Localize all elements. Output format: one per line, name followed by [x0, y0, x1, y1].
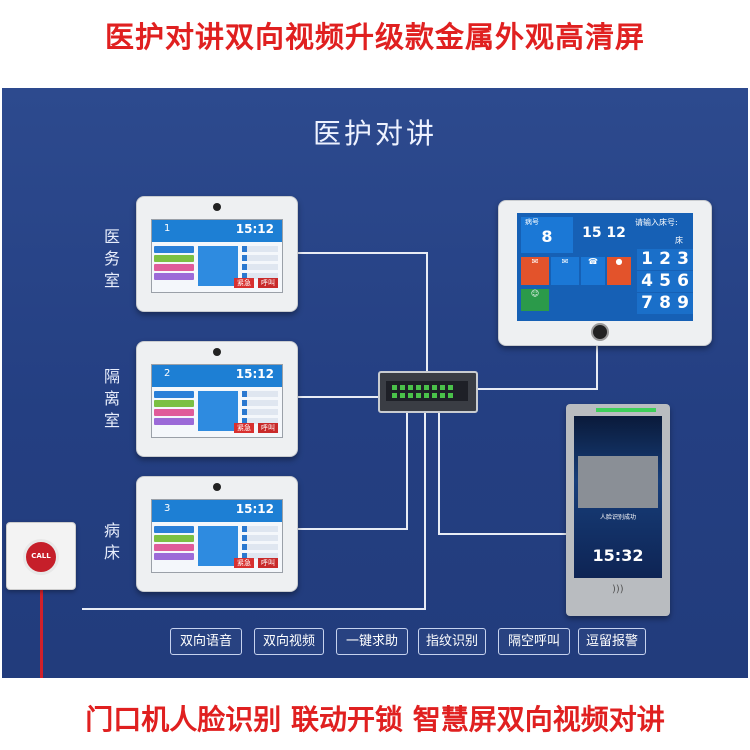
bedside-call-box: CALL	[6, 522, 76, 590]
patient-card	[198, 391, 238, 431]
wire	[296, 252, 428, 254]
bed-label: 病号	[525, 218, 539, 226]
room-number: 3	[164, 503, 171, 514]
clock-tile: 15 12	[577, 217, 631, 253]
room-number: 1	[164, 223, 171, 234]
nurse-tablet-clinic: 1 15:12 紧急 呼叫	[136, 196, 298, 312]
screen-header: 2 15:12	[152, 365, 282, 387]
bed-number-tile: 病号 8	[521, 217, 573, 253]
status-light	[596, 408, 656, 412]
nurse-tablet-isolation: 2 15:12 紧急 呼叫	[136, 341, 298, 457]
row-label-bed: 病床	[103, 521, 120, 562]
key-7[interactable]: 7	[637, 293, 657, 314]
key-6[interactable]: 6	[673, 271, 693, 292]
key-1[interactable]: 1	[637, 249, 657, 270]
bed-number: 8	[541, 227, 553, 246]
phone-icon[interactable]: ☎	[581, 257, 605, 285]
emergency-button[interactable]: 紧急	[234, 278, 254, 288]
patient-list	[154, 526, 194, 562]
nfc-icon: )))	[612, 584, 624, 595]
call-button[interactable]: 呼叫	[258, 278, 278, 288]
call-button[interactable]: 呼叫	[258, 423, 278, 433]
wire	[438, 409, 440, 535]
camera-icon	[213, 483, 221, 491]
key-8[interactable]: 8	[655, 293, 675, 314]
nurse-tablet-bed: 3 15:12 紧急 呼叫	[136, 476, 298, 592]
feature-touchless-call: 隔空呼叫	[498, 628, 570, 655]
camera-icon	[591, 323, 609, 341]
patient-list	[154, 391, 194, 427]
feature-two-way-video: 双向视频	[254, 628, 324, 655]
emergency-button[interactable]: 紧急	[234, 558, 254, 568]
contact-list	[242, 526, 278, 562]
wire	[438, 533, 568, 535]
wire	[474, 388, 598, 390]
face-unit-time: 15:32	[592, 546, 644, 565]
user-avatar-icon[interactable]: ☺	[521, 289, 549, 311]
key-2[interactable]: 2	[655, 249, 675, 270]
screen-header: 3 15:12	[152, 500, 282, 522]
key-5[interactable]: 5	[655, 271, 675, 292]
tablet-screen: 2 15:12 紧急 呼叫	[151, 364, 283, 438]
clock-time: 15:12	[235, 367, 274, 381]
call-button-red[interactable]: CALL	[23, 539, 59, 575]
bottom-caption: 门口机人脸识别 联动开锁 智慧屏双向视频对讲	[85, 703, 665, 736]
contact-list	[242, 246, 278, 282]
key-3[interactable]: 3	[673, 249, 693, 270]
board-title: 医护对讲	[312, 117, 437, 150]
clock-time: 15:12	[235, 502, 274, 516]
clock-time: 15:12	[235, 222, 274, 236]
emergency-button[interactable]: 紧急	[234, 423, 254, 433]
feature-fingerprint: 指纹识别	[418, 628, 486, 655]
bed-unit-label: 床	[675, 236, 683, 245]
screen-header: 1 15:12	[152, 220, 282, 242]
tablet-screen: 3 15:12 紧急 呼叫	[151, 499, 283, 573]
tablet-screen: 1 15:12 紧急 呼叫	[151, 219, 283, 293]
wire	[296, 396, 380, 398]
wire	[296, 528, 408, 530]
recognition-banner: 人脸识别成功	[599, 514, 636, 521]
room-number: 2	[164, 368, 171, 379]
wire	[82, 608, 426, 610]
bed-input-prompt: 请输入床号:	[635, 218, 678, 227]
nurse-station-terminal: 病号 8 15 12 ✉ ✉ ☎ ● ☺ 请输入床号: 床 1 2 3 4 5 …	[498, 200, 712, 346]
face-recognition-unit: 人脸识别成功 15:32 )))	[566, 404, 670, 616]
wire	[424, 409, 426, 609]
terminal-screen: 病号 8 15 12 ✉ ✉ ☎ ● ☺ 请输入床号: 床 1 2 3 4 5 …	[517, 213, 693, 321]
feature-two-way-voice: 双向语音	[170, 628, 242, 655]
face-screen: 人脸识别成功 15:32	[574, 416, 662, 578]
row-label-isolation: 隔离室	[103, 367, 120, 430]
patient-card	[198, 246, 238, 286]
feature-one-key-help: 一键求助	[336, 628, 408, 655]
call-button-label: CALL	[31, 552, 51, 560]
network-switch	[378, 371, 478, 413]
call-button[interactable]: 呼叫	[258, 558, 278, 568]
camera-icon	[213, 348, 221, 356]
wire	[426, 252, 428, 374]
camera-icon	[213, 203, 221, 211]
envelope-icon[interactable]: ✉	[551, 257, 579, 285]
mail-icon[interactable]: ✉	[521, 257, 549, 285]
patient-card	[198, 526, 238, 566]
contact-list	[242, 391, 278, 427]
switch-ports	[386, 381, 468, 401]
display-board: 医护对讲 医务室 隔离室 病床	[2, 88, 748, 678]
row-label-clinic: 医务室	[103, 227, 120, 290]
call-cable	[40, 588, 43, 678]
feature-loiter-alarm: 逗留报警	[578, 628, 646, 655]
microphone-icon[interactable]: ●	[607, 257, 631, 285]
camera-feed	[578, 456, 658, 508]
wire	[596, 336, 598, 390]
wire	[406, 409, 408, 530]
terminal-time: 15 12	[582, 225, 626, 241]
patient-list	[154, 246, 194, 282]
page-headline: 医护对讲双向视频升级款金属外观高清屏	[104, 20, 645, 54]
key-9[interactable]: 9	[673, 293, 693, 314]
key-4[interactable]: 4	[637, 271, 657, 292]
